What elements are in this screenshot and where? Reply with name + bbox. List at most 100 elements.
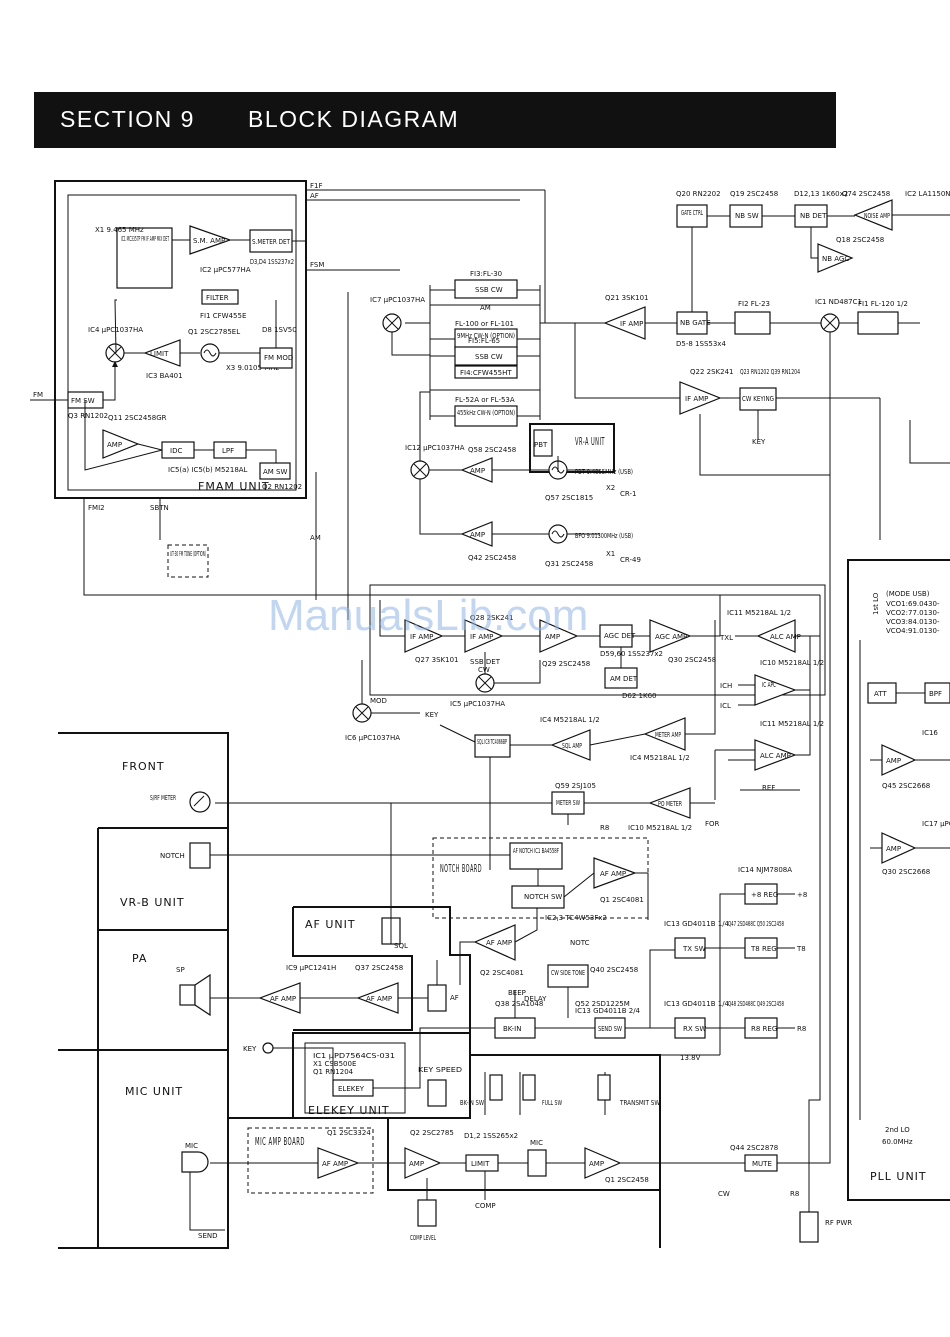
q48-label: Q48 2SD468C Q49 2SC2458: [728, 1000, 784, 1008]
ic13-send-label: IC13 GD4011B 2/4: [575, 1007, 641, 1015]
cw-label: CW: [718, 1190, 730, 1198]
agc-det-label: AGC DET: [604, 632, 636, 640]
d12-mic-label: D1,2 1SS265x2: [464, 1132, 518, 1140]
nb-sw-label: NB SW: [735, 212, 759, 220]
smeter-det-label: S.METER DET: [252, 238, 291, 246]
q59-label: Q59 2SJ105: [555, 782, 596, 790]
ic2-top-label: IC2 LA1150N: [905, 190, 950, 198]
sp-label: SP: [176, 966, 185, 974]
rx-sw-label: RX SW: [683, 1025, 706, 1033]
left-units: FRONT S/RF METER VR-B UNIT NOTCH PA SP M…: [58, 732, 510, 1249]
fm-input-label: FM: [33, 391, 43, 399]
f13-label: FI3:FL-30: [470, 270, 502, 278]
limit-mic-label: LIMIT: [471, 1160, 490, 1168]
alc-amp-ic11b: [754, 739, 797, 771]
plus8-reg-label: +8 REG: [751, 891, 778, 899]
q40-label: Q40 2SC2458: [590, 966, 638, 974]
q2-fm-label: Q2 RN1202: [262, 483, 302, 491]
bfo-label: BFO 9.01300MHz (USB): [575, 532, 633, 540]
front-label: FRONT: [122, 760, 165, 773]
vra-unit-label: VR-A UNIT: [575, 435, 605, 448]
fi2-label: FI2 FL-23: [738, 300, 770, 308]
lo2-freq-label: 60.0MHz: [882, 1138, 913, 1146]
q42-label: Q42 2SC2458: [468, 554, 516, 562]
ich-label: ICH: [720, 682, 732, 690]
mic-unit-label: MIC UNIT: [125, 1085, 183, 1098]
nb-agc-label: NB AGC: [822, 255, 849, 263]
filter-label: FILTER: [206, 294, 229, 302]
keying-section: CW SIDE TONE Q40 2SC2458 BEEP DELAY Q38 …: [440, 949, 675, 1115]
mic-label: MIC: [185, 1142, 198, 1150]
pll-unit-label: PLL UNIT: [870, 1170, 927, 1183]
v138-label: 13.8V: [680, 1054, 701, 1062]
q29-label: Q29 2SC2458: [542, 660, 590, 668]
comp-level-label: COMP LEVEL: [410, 1234, 436, 1242]
f14-label: FI4:CFW455HT: [460, 369, 512, 377]
svg-text:IF AMP: IF AMP: [410, 633, 433, 641]
q3-label: Q3 RN1202: [68, 412, 108, 420]
mute-label: MUTE: [752, 1160, 772, 1168]
d5960-label: D59,60 1SS237x2: [600, 650, 663, 658]
t8-reg-label: T8 REG: [750, 945, 777, 953]
am-signal-label: AM: [310, 534, 321, 542]
x1-key-label: X1 CSB500E: [313, 1060, 356, 1068]
q44-label: Q44 2SC2878: [730, 1144, 778, 1152]
am-sw-block: [259, 462, 291, 480]
comp-label: COMP: [475, 1202, 496, 1210]
ic17-label: IC17 μPC1: [922, 820, 950, 828]
ic1-fm-if-label: IC1 MC3357P FM IF AMP MIX DET: [121, 235, 169, 243]
af-amp-q2: [473, 924, 516, 961]
speaker-icon: [179, 984, 196, 1006]
opt9-label: 9MHz CW-N (OPTION): [457, 332, 515, 340]
bk-in-switch: [489, 1074, 503, 1101]
af-unit-label: AF UNIT: [305, 918, 356, 931]
ut30-label: UT-30 FM TONE (OPTION): [170, 550, 206, 558]
s-rf-meter: [189, 791, 211, 813]
ic1-main-label: IC1 ND487C1: [815, 298, 862, 306]
fi1-filter: [857, 311, 899, 335]
q57-label: Q57 2SC1815: [545, 494, 593, 502]
cr49-label: CR-49: [620, 556, 641, 564]
q58-label: Q58 2SC2458: [468, 446, 516, 454]
if-filter-section: FI3:FL-30 SSB CW AM FL-100 or FL-101 9MH…: [347, 190, 920, 620]
pbt-knob: [533, 429, 553, 457]
pa-label: PA: [132, 952, 147, 965]
sbtn-label: SBTN: [150, 504, 169, 512]
power-switching: TX SW IC13 GD4011B 1/4 RX SW IC13 GD4011…: [660, 866, 807, 1062]
oscillator-section: IC12 μPC1037HA AMP Q58 2SC2458 Q57 2SC18…: [405, 391, 641, 568]
ic-apc-label: IC APC: [762, 681, 776, 689]
ic12-label: IC12 μPC1037HA: [405, 444, 465, 452]
lo1-label: 1st LO: [872, 592, 880, 615]
ic6-label: IC6 μPC1037HA: [345, 734, 400, 742]
sql-label: SQL IC8 TC4066BP: [477, 738, 507, 746]
q37-label: Q37 2SC2458: [355, 964, 403, 972]
fmam-unit-label: FMAM UNIT: [198, 480, 270, 493]
t8-label: T8: [796, 945, 806, 953]
if-amp-q21-label: IF AMP: [620, 320, 643, 328]
elekey-label: ELEKEY: [338, 1085, 365, 1093]
detector-chain: IF AMP Q27 3SK101 IF AMP Q28 2SK241 AMP …: [345, 584, 826, 742]
key-cw-label: KEY: [752, 438, 766, 446]
mode-usb-label: (MODE USB): [886, 590, 930, 598]
elekey-unit-label: ELEKEY UNIT: [308, 1104, 390, 1117]
q18-label: Q18 2SC2458: [836, 236, 884, 244]
notch-board-label: NOTCH BOARD: [440, 862, 482, 875]
af-notch-ic1: [509, 842, 563, 870]
fsm-label: FSM: [310, 261, 324, 269]
svg-text:AF AMP: AF AMP: [270, 995, 296, 1003]
notch-pot-label: NOTCH: [160, 852, 185, 860]
amp-q11-label: AMP: [107, 441, 122, 449]
q11-label: Q11 2SC2458GR: [108, 414, 167, 422]
q20-label: Q20 RN2202: [676, 190, 721, 198]
ic3-label: IC3 BA401: [146, 372, 183, 380]
notch-sw-label: NOTCH SW: [524, 893, 562, 901]
send-sw-label: SEND SW: [598, 1025, 622, 1033]
ic-apc-ic10: [754, 674, 797, 706]
af-amp-q2-label: AF AMP: [486, 939, 512, 947]
d62-label: D62 1K60: [622, 692, 656, 700]
filter-block: [201, 289, 239, 305]
svg-text:AMP: AMP: [545, 633, 560, 641]
key-speed-pot: [427, 1079, 447, 1107]
alc-amp2-label: ALC AMP: [760, 752, 791, 760]
